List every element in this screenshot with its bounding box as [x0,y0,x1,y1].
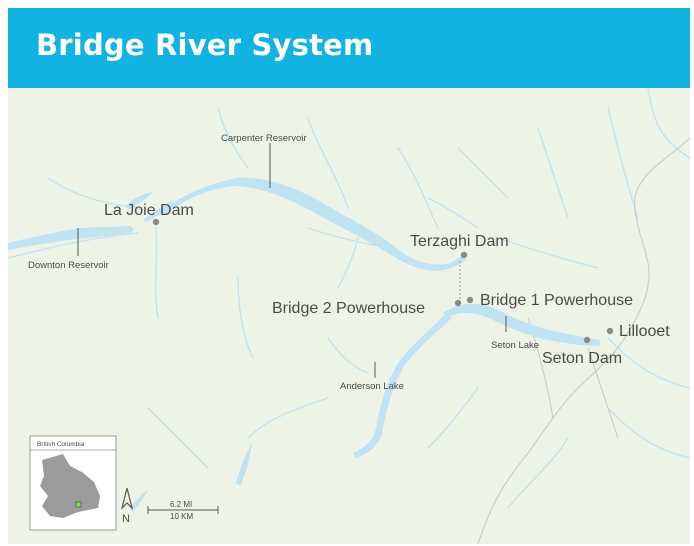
label-lillooet: Lillooet [619,323,670,340]
label-anderson-lake: Anderson Lake [340,381,404,392]
bridge2-powerhouse-point [454,299,462,307]
north-arrow: N [120,487,134,525]
lake [236,443,252,486]
stream [427,197,479,229]
stream [217,107,249,169]
leader-lines [77,143,507,378]
map-area: Carpenter Reservoir La Joie Dam Downton … [8,88,690,544]
stream-network [8,88,690,509]
label-seton-dam: Seton Dam [542,350,622,367]
map-svg: Carpenter Reservoir La Joie Dam Downton … [8,88,690,544]
lake [126,192,153,210]
scale-miles: 6.2 MI [170,500,192,509]
label-bridge2-powerhouse: Bridge 2 Powerhouse [272,300,425,317]
stream [457,147,509,199]
north-arrow-icon [120,487,134,510]
page-title: Bridge River System [36,28,374,62]
label-bridge1-powerhouse: Bridge 1 Powerhouse [480,292,633,309]
stream [155,227,159,319]
inset-title: British Columbia [37,441,85,448]
north-label: N [122,513,130,525]
road [477,137,690,544]
label-terzaghi-dam: Terzaghi Dam [410,233,509,250]
label-la-joie-dam: La Joie Dam [104,202,194,219]
bridge1-powerhouse-point [466,296,474,304]
lillooet-point [606,327,614,335]
carpenter-reservoir-water [158,177,466,271]
map-points [152,218,614,344]
stream [397,147,439,229]
scale-km: 10 KM [170,512,193,521]
stream [647,88,690,159]
label-seton-lake: Seton Lake [491,340,539,351]
stream [337,237,359,289]
inset-location-marker [75,501,82,508]
label-downton-reservoir: Downton Reservoir [28,260,109,271]
downton-reservoir-water [8,226,134,250]
land-background [8,88,690,544]
stream [237,277,254,359]
seton-lake-water [443,303,600,346]
inset-map: British Columbia [29,435,117,531]
lake [130,490,148,512]
road [587,347,619,439]
british-columbia-shape [40,454,100,518]
stream [8,232,139,259]
scale-bar: 6.2 MI 10 KM [147,500,219,521]
seton-dam-point [583,336,591,344]
stream [307,117,349,209]
lake [143,200,173,222]
stream [427,387,479,449]
stream [497,237,599,269]
stream [507,437,569,509]
stream [147,407,209,469]
label-carpenter-reservoir: Carpenter Reservoir [221,133,307,144]
stream [327,337,369,374]
la-joie-dam-point [152,218,160,226]
anderson-lake-water [353,313,452,458]
terzaghi-dam-point [460,251,468,259]
stream [537,127,569,219]
stream [607,337,690,389]
stream [607,407,690,459]
header-bar: Bridge River System [8,8,690,88]
stream [247,397,329,439]
